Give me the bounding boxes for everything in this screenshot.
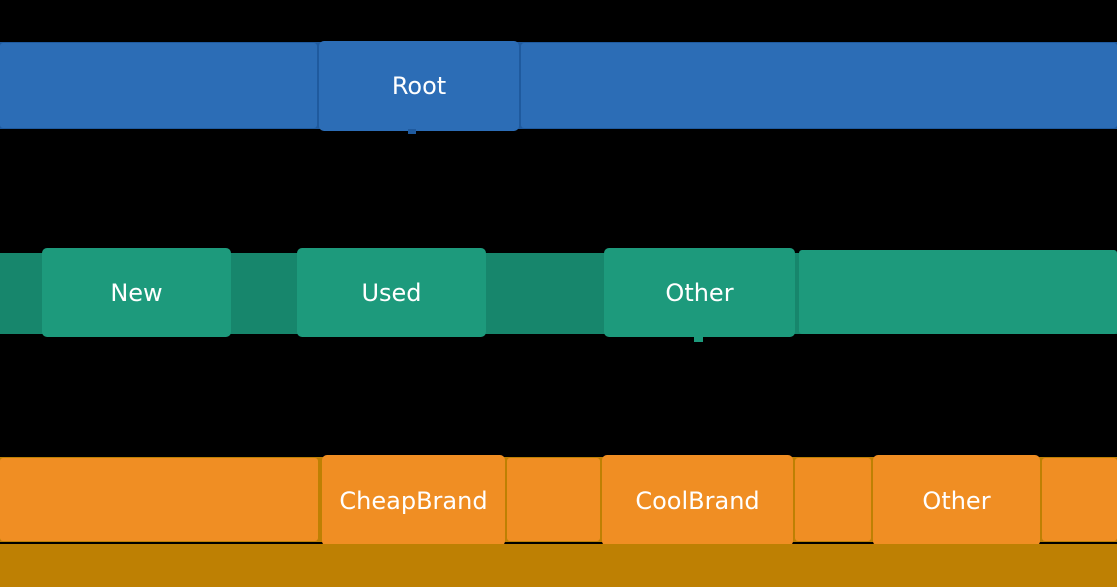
bottom-level-strip — [0, 544, 1117, 587]
root-level-filler-segment — [521, 43, 1117, 128]
condition-level-filler-segment — [799, 250, 1117, 334]
tree-node-cheapbrand: CheapBrand — [322, 455, 505, 546]
tree-node-new: New — [42, 248, 231, 337]
connector-stub — [694, 337, 703, 342]
tree-node-used: Used — [297, 248, 486, 337]
brand-level-filler-segment — [1042, 458, 1117, 541]
tree-node-label: New — [110, 278, 163, 307]
root-level-filler-segment — [0, 43, 317, 128]
brand-level-filler-segment — [795, 458, 871, 541]
tree-node-label: Other — [665, 278, 734, 307]
tree-node-label: CoolBrand — [635, 486, 760, 515]
tree-node-coolbrand: CoolBrand — [602, 455, 793, 546]
tree-node-other: Other — [604, 248, 795, 337]
connector-stub — [408, 129, 416, 134]
tree-node-label: Used — [361, 278, 422, 307]
tree-node-label: CheapBrand — [339, 486, 488, 515]
brand-level-filler-segment — [0, 458, 318, 541]
tree-node-other: Other — [873, 455, 1040, 546]
tree-node-label: Other — [922, 486, 991, 515]
tree-node-label: Root — [391, 72, 447, 100]
brand-level-filler-segment — [507, 458, 600, 541]
tree-node-root: Root — [319, 41, 519, 131]
